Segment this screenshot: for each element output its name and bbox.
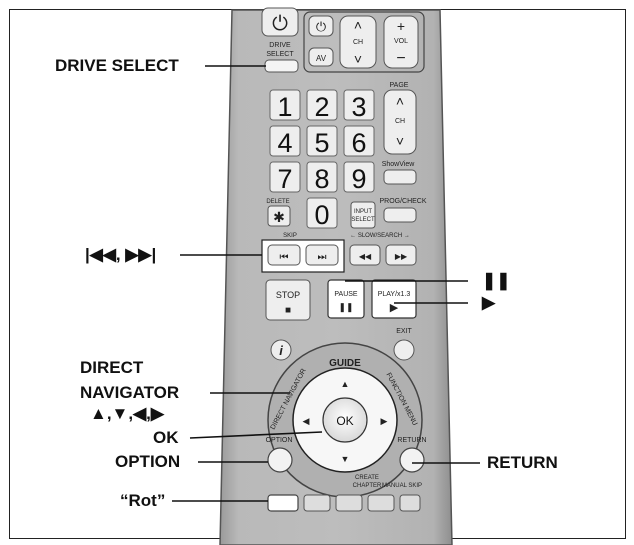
green-button[interactable] [304, 495, 330, 511]
page-down-icon: ˅ [396, 133, 404, 149]
stop-icon: ■ [285, 305, 291, 316]
stop-label: STOP [276, 290, 300, 300]
skip-back-icon: ⏮ [280, 252, 289, 263]
drive-select-label-1: DRIVE [269, 42, 291, 49]
option-button[interactable] [268, 448, 292, 472]
callout-play: ▶ [482, 293, 495, 313]
yellow-button[interactable] [336, 495, 362, 511]
digit-1-label: 1 [277, 92, 292, 122]
fast-forward-icon: ▶▶ [395, 252, 408, 261]
digit-6-label: 6 [351, 128, 366, 158]
page-ch-label: CH [395, 118, 405, 125]
pause-button[interactable] [328, 280, 364, 318]
vol-label: VOL [394, 38, 408, 45]
vol-minus-icon: − [396, 50, 405, 67]
ch-label: CH [353, 39, 363, 46]
callout-return: RETURN [487, 453, 558, 473]
skip-forward-icon: ⏭ [318, 252, 327, 263]
return-button[interactable] [400, 448, 424, 472]
slow-search-label: ← SLOW/SEARCH → [350, 233, 410, 239]
tv-power-icon: ⏻ [316, 19, 326, 34]
digit-3-label: 3 [351, 92, 366, 122]
delete-star-icon: ✱ [273, 209, 285, 225]
prog-check-button[interactable] [384, 208, 416, 222]
exit-button[interactable] [394, 340, 414, 360]
pause-label: PAUSE [334, 291, 358, 298]
arrow-left-icon[interactable]: ◀ [303, 416, 310, 426]
callout-option: OPTION [115, 452, 180, 472]
callout-arrows: ▲,▼,◀,▶ [90, 404, 164, 424]
arrow-down-icon[interactable]: ▼ [341, 454, 350, 464]
callout-pause: ❚❚ [482, 271, 511, 291]
info-icon: i [279, 343, 283, 358]
digit-9-label: 9 [351, 164, 366, 194]
power-icon: ⏻ [272, 13, 288, 35]
guide-label[interactable]: GUIDE [329, 358, 361, 369]
callout-drive-select: DRIVE SELECT [55, 56, 179, 76]
digit-2-label: 2 [314, 92, 329, 122]
exit-label: EXIT [396, 328, 412, 335]
option-label: OPTION [266, 437, 293, 444]
create-chapter-label-2: CHAPTER [353, 483, 382, 489]
callout-skip: |◀◀, ▶▶| [85, 245, 156, 265]
av-label: AV [316, 54, 327, 63]
digit-4-label: 4 [277, 128, 292, 158]
manual-skip-label: MANUAL SKIP [382, 483, 422, 489]
create-chapter-label-1: CREATE [355, 475, 379, 481]
arrow-right-icon[interactable]: ▶ [381, 416, 388, 426]
page-label: PAGE [390, 82, 409, 89]
ch-down-icon: ˅ [354, 51, 362, 67]
callout-direct-navigator-2: NAVIGATOR [80, 383, 179, 403]
drive-select-button[interactable] [265, 60, 298, 72]
skip-label: SKIP [283, 233, 297, 239]
ch-up-icon: ˄ [354, 17, 362, 33]
pause-icon: ❚❚ [338, 302, 353, 313]
digit-8-label: 8 [314, 164, 329, 194]
blue-button[interactable] [368, 495, 394, 511]
power-button[interactable]: ⏻ [262, 8, 298, 36]
input-select-label-1: INPUT [354, 209, 372, 215]
play-label: PLAY/x1.3 [378, 291, 411, 298]
rewind-icon: ◀◀ [359, 252, 372, 261]
prog-check-label: PROG/CHECK [379, 198, 426, 205]
digit-7-label: 7 [277, 164, 292, 194]
input-select-button[interactable] [351, 202, 375, 228]
drive-select-label-2: SELECT [266, 51, 294, 58]
vol-plus-icon: + [397, 18, 405, 34]
callout-direct-navigator-1: DIRECT [80, 358, 143, 378]
callout-ok: OK [153, 428, 179, 448]
return-label: RETURN [397, 437, 426, 444]
page-up-icon: ˄ [396, 93, 404, 109]
manual-skip-button[interactable] [400, 495, 420, 511]
input-select-label-2: SELECT [351, 217, 375, 223]
callout-rot: “Rot” [120, 491, 165, 511]
red-button[interactable] [268, 495, 298, 511]
ok-label: OK [336, 414, 353, 428]
showview-label: ShowView [382, 161, 416, 168]
digit-0-label: 0 [314, 200, 329, 230]
showview-button[interactable] [384, 170, 416, 184]
delete-label: DELETE [266, 199, 289, 205]
arrow-up-icon[interactable]: ▲ [341, 379, 350, 389]
digit-5-label: 5 [314, 128, 329, 158]
